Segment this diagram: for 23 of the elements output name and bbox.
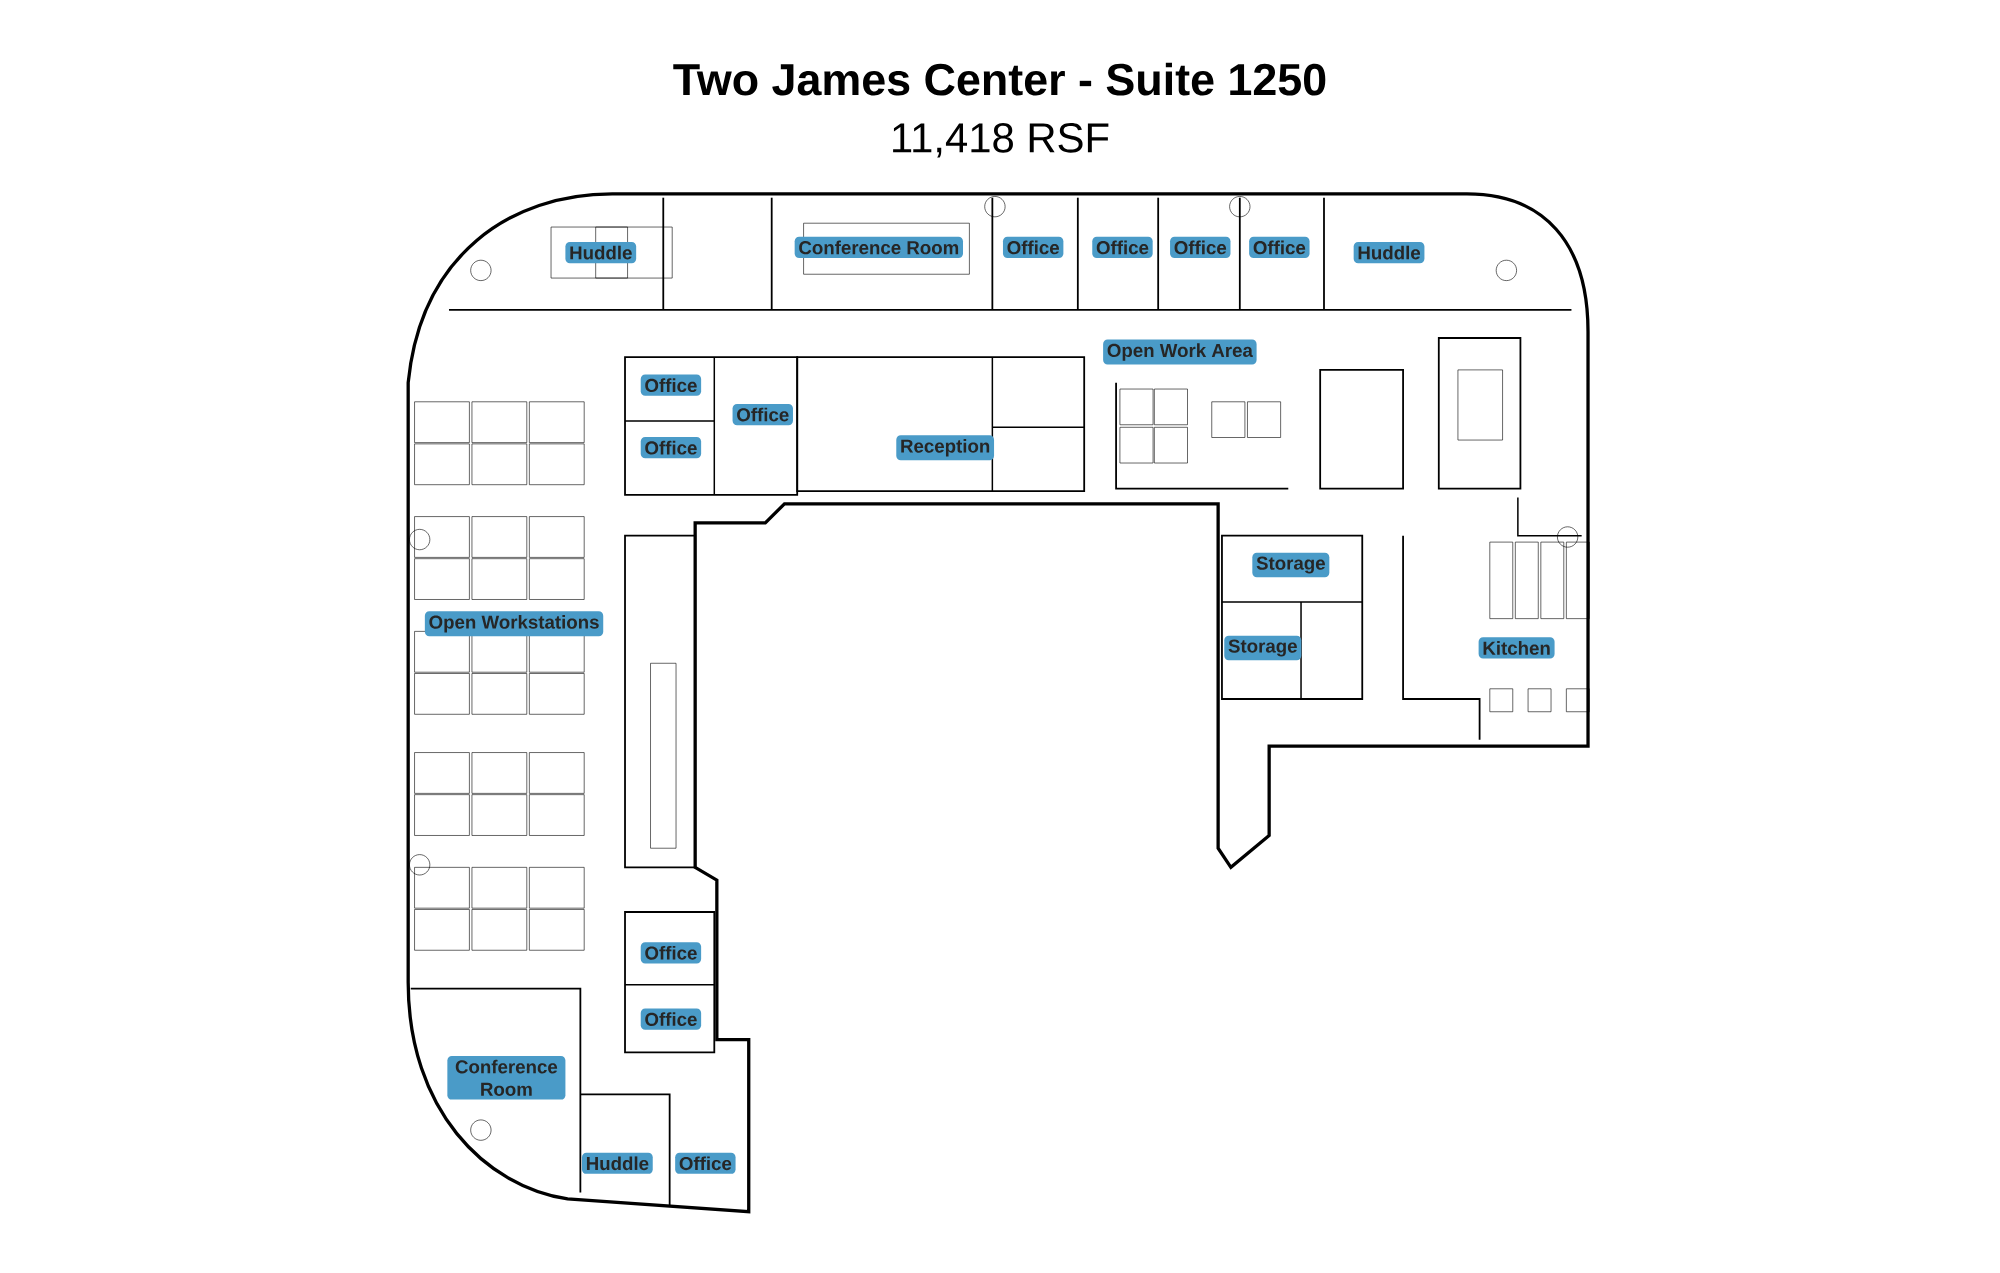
room-label: Office (640, 1008, 702, 1030)
room-label: Office (1249, 236, 1310, 259)
room-label: Office (640, 942, 702, 964)
room-label: Storage (1224, 635, 1302, 661)
room-label: Huddle (565, 242, 637, 264)
room-label: Huddle (1353, 242, 1425, 264)
room-label: Reception (896, 435, 995, 461)
room-label: Conference Room (447, 1056, 566, 1100)
room-label: Office (640, 437, 702, 459)
room-label: Office (1092, 236, 1153, 259)
room-label: Open Workstations (424, 611, 604, 637)
room-label: Conference Room (794, 236, 963, 259)
room-label: Office (675, 1152, 736, 1174)
room-label: Office (732, 403, 793, 426)
subtitle: 11,418 RSF (893, 123, 1109, 158)
room-label: Office (1002, 236, 1064, 259)
room-label: Kitchen (1478, 637, 1555, 659)
room-label: Storage (1252, 552, 1330, 578)
room-label: Office (640, 374, 702, 396)
room-label: Huddle (581, 1152, 653, 1174)
title: Two James Center - Suite 1250 (673, 62, 1326, 96)
room-label: Office (1170, 236, 1231, 259)
room-label: Open Work Area (1103, 339, 1257, 365)
